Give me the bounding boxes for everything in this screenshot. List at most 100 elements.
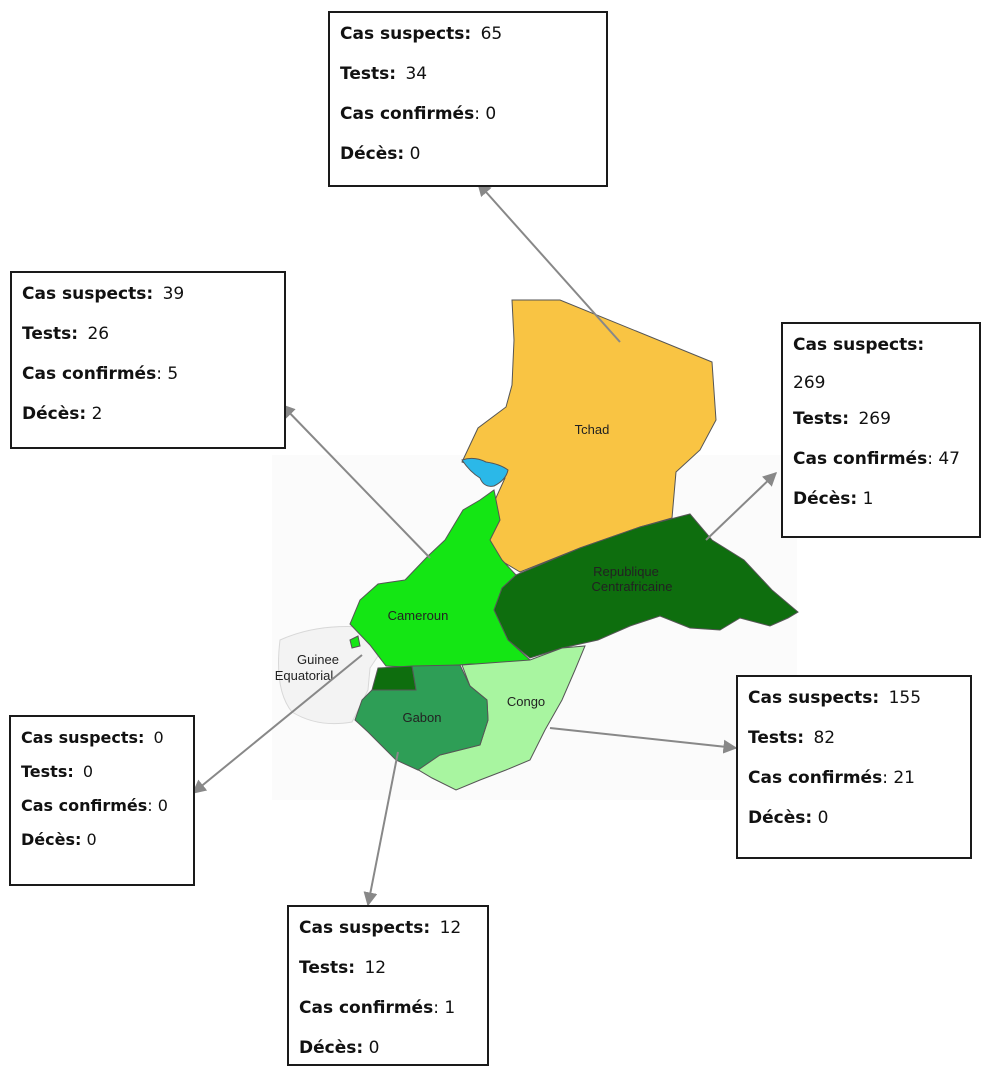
label-suspects: Cas suspects:	[748, 688, 880, 708]
label-congo: Congo	[507, 694, 545, 709]
label-tests: Tests:	[22, 324, 79, 344]
row-confirmes: Cas confirmés: 47	[793, 446, 969, 486]
label-confirmes: Cas confirmés	[340, 104, 475, 124]
value-confirmes: : 47	[927, 449, 960, 469]
row-deces: Décès: 0	[299, 1035, 477, 1075]
region-guinee-equatoriale-mainland	[371, 665, 417, 691]
region-republique-centrafricaine	[493, 513, 799, 659]
label-suspects: Cas suspects:	[22, 284, 154, 304]
leader-arrow-congo	[549, 727, 738, 754]
label-deces: Décès:	[340, 144, 405, 164]
label-deces: Décès:	[793, 489, 858, 509]
label-suspects: Cas suspects:	[793, 335, 925, 355]
value-tests: 26	[87, 324, 110, 344]
label-tests: Tests:	[21, 762, 74, 781]
value-confirmes: : 1	[433, 998, 456, 1018]
callout-rca: Cas suspects: 269 Tests: 269 Cas confirmé…	[781, 322, 981, 538]
region-gabon	[354, 664, 489, 771]
row-suspects: Cas suspects: 155	[748, 685, 960, 725]
callout-guinee-equatoriale: Cas suspects: 0 Tests: 0 Cas confirmés: …	[9, 715, 195, 886]
value-deces: 0	[368, 1038, 380, 1058]
value-suspects: 39	[162, 284, 185, 304]
row-tests: Tests: 34	[340, 61, 596, 101]
callout-gabon: Cas suspects: 12 Tests: 12 Cas confirmés…	[287, 905, 489, 1066]
value-tests: 82	[813, 728, 836, 748]
row-deces: Décès: 2	[22, 401, 274, 441]
row-tests: Tests: 269	[793, 406, 969, 446]
callout-cameroun: Cas suspects: 39 Tests: 26 Cas confirmés…	[10, 271, 286, 449]
label-deces: Décès:	[299, 1038, 364, 1058]
value-deces: 0	[86, 830, 97, 849]
leader-arrow-gabon	[363, 751, 399, 907]
row-tests: Tests: 26	[22, 321, 274, 361]
value-suspects: 269	[793, 373, 826, 393]
label-tests: Tests:	[748, 728, 805, 748]
region-tchad	[461, 299, 717, 573]
value-tests: 0	[82, 762, 94, 781]
row-suspects: Cas suspects: 0	[21, 725, 183, 759]
row-deces: Décès: 0	[340, 141, 596, 181]
row-tests: Tests: 0	[21, 759, 183, 793]
label-tests: Tests:	[793, 409, 850, 429]
row-deces: Décès: 0	[21, 827, 183, 861]
label-tests: Tests:	[299, 958, 356, 978]
row-deces: Décès: 0	[748, 805, 960, 845]
label-suspects: Cas suspects:	[21, 728, 145, 747]
label-confirmes: Cas confirmés	[299, 998, 434, 1018]
row-confirmes: Cas confirmés: 21	[748, 765, 960, 805]
row-tests: Tests: 82	[748, 725, 960, 765]
label-confirmes: Cas confirmés	[22, 364, 157, 384]
value-confirmes: : 21	[882, 768, 915, 788]
label-suspects: Cas suspects:	[299, 918, 431, 938]
label-confirmes: Cas confirmés	[21, 796, 148, 815]
leader-arrow-tchad	[477, 181, 621, 343]
label-guinee-line2: Equatorial	[275, 668, 334, 683]
row-confirmes: Cas confirmés: 0	[340, 101, 596, 141]
label-confirmes: Cas confirmés	[748, 768, 883, 788]
value-suspects: 0	[153, 728, 164, 747]
leader-arrow-rca	[705, 472, 778, 541]
row-suspects: Cas suspects: 39	[22, 281, 274, 321]
value-deces: 2	[91, 404, 103, 424]
leader-arrow-cameroun	[281, 403, 431, 559]
value-confirmes: : 0	[147, 796, 168, 815]
row-deces: Décès: 1	[793, 486, 969, 526]
callout-tchad: Cas suspects: 65 Tests: 34 Cas confirmés…	[328, 11, 608, 187]
row-suspects: Cas suspects: 65	[340, 21, 596, 61]
label-deces: Décès:	[21, 830, 82, 849]
row-suspects: Cas suspects: 12	[299, 915, 477, 955]
lake-chad	[461, 457, 509, 487]
label-tchad: Tchad	[575, 422, 610, 437]
value-tests: 34	[405, 64, 428, 84]
row-suspects: Cas suspects: 269	[793, 332, 969, 406]
value-suspects: 155	[888, 688, 922, 708]
label-deces: Décès:	[748, 808, 813, 828]
label-suspects: Cas suspects:	[340, 24, 472, 44]
value-deces: 0	[817, 808, 829, 828]
label-rca-line2: Centrafricaine	[592, 579, 673, 594]
label-tests: Tests:	[340, 64, 397, 84]
callout-congo: Cas suspects: 155 Tests: 82 Cas confirmé…	[736, 675, 972, 859]
label-confirmes: Cas confirmés	[793, 449, 928, 469]
region-guinee-equatoriale	[278, 626, 383, 725]
value-deces: 0	[409, 144, 421, 164]
label-gabon: Gabon	[402, 710, 441, 725]
value-confirmes: : 5	[156, 364, 179, 384]
row-tests: Tests: 12	[299, 955, 477, 995]
label-cameroun: Cameroun	[388, 608, 449, 623]
row-confirmes: Cas confirmés: 5	[22, 361, 274, 401]
row-confirmes: Cas confirmés: 1	[299, 995, 477, 1035]
label-rca-line1: Republique	[593, 564, 659, 579]
value-suspects: 12	[439, 918, 462, 938]
island-bioko	[349, 635, 361, 649]
label-deces: Décès:	[22, 404, 87, 424]
value-tests: 12	[364, 958, 387, 978]
value-tests: 269	[858, 409, 891, 429]
value-deces: 1	[862, 489, 874, 509]
leader-arrow-guinee	[191, 654, 363, 794]
value-suspects: 65	[480, 24, 503, 44]
label-guinee-line1: Guinee	[297, 652, 339, 667]
value-confirmes: : 0	[474, 104, 497, 124]
row-confirmes: Cas confirmés: 0	[21, 793, 183, 827]
